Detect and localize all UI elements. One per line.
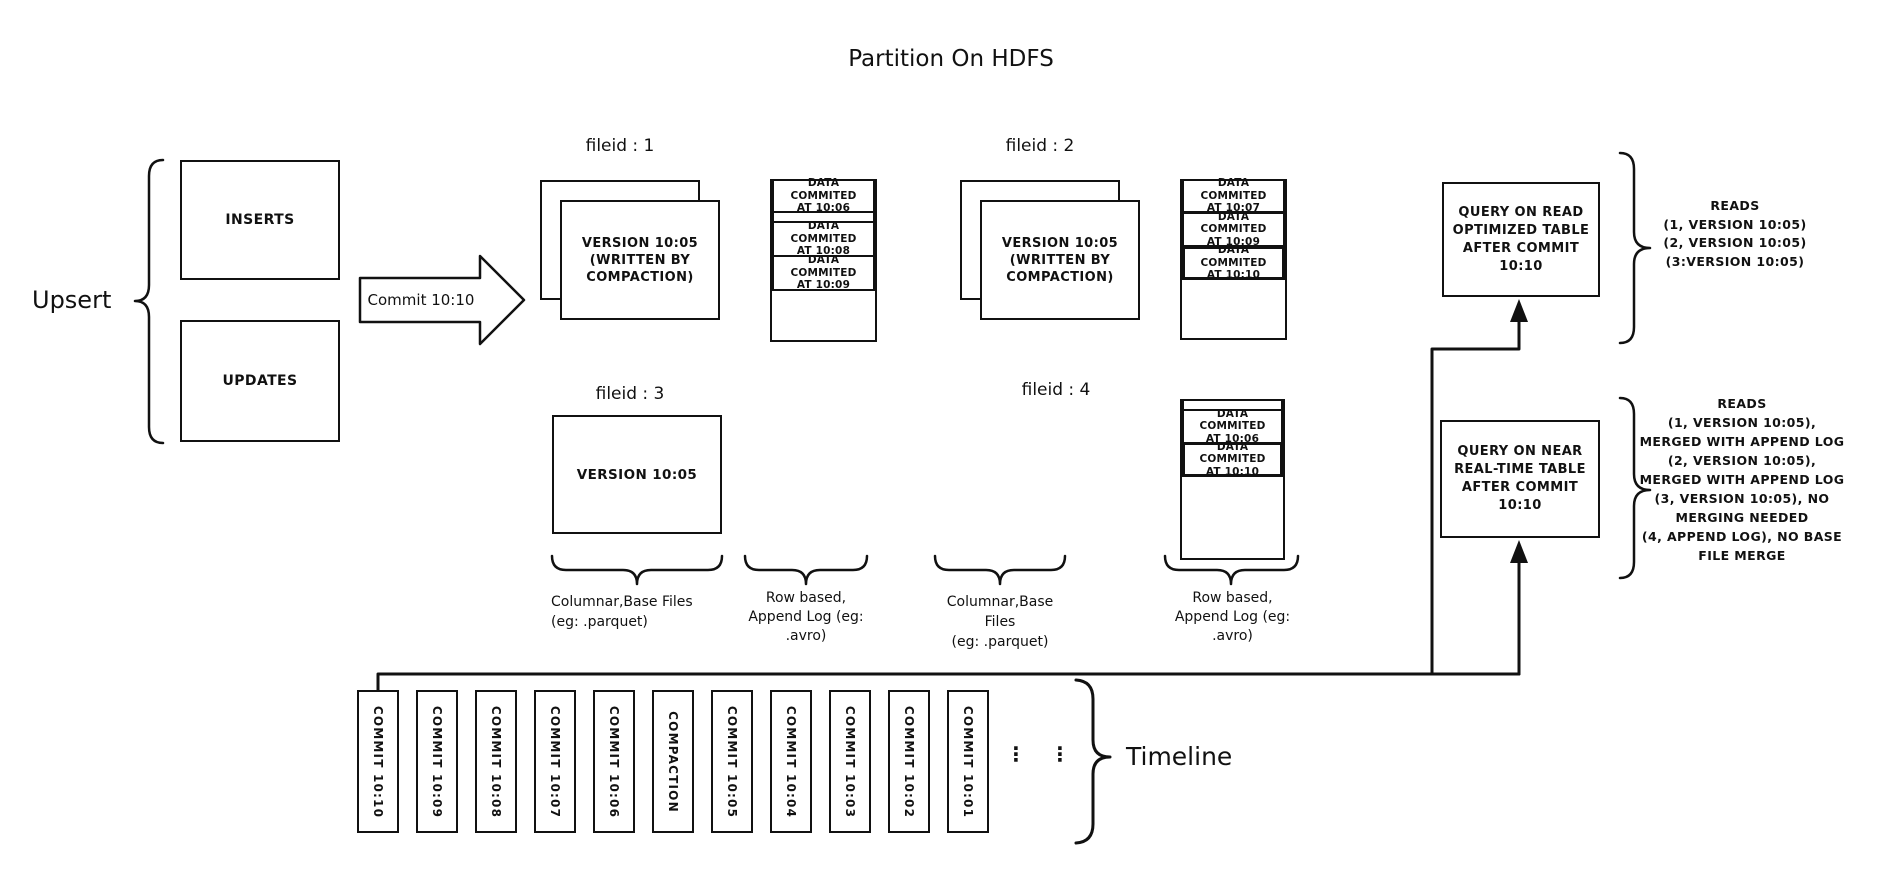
timeline-commit-label: COMMIT 10:05 bbox=[725, 705, 740, 818]
timeline-label: Timeline bbox=[1126, 742, 1233, 771]
timeline-commit-box: COMMIT 10:08 bbox=[475, 690, 517, 833]
timeline-commit-label: COMMIT 10:04 bbox=[784, 705, 799, 818]
timeline-commit-label: COMMIT 10:09 bbox=[430, 705, 445, 818]
reads-annotation-near-real-time: READS (1, VERSION 10:05), MERGED WITH AP… bbox=[1639, 396, 1845, 563]
brace-columnar-1-icon bbox=[550, 554, 724, 586]
log-entry: DATA COMMITED AT 10:09 bbox=[1182, 211, 1285, 248]
fileid-4-append-log: DATA COMMITED AT 10:06 DATA COMMITED AT … bbox=[1180, 399, 1285, 560]
log-entry: DATA COMMITED AT 10:06 bbox=[772, 177, 875, 214]
timeline-commit-box: COMMIT 10:05 bbox=[711, 690, 753, 833]
fileid-2-base-file: VERSION 10:05 (WRITTEN BY COMPACTION) bbox=[980, 200, 1140, 320]
timeline-brace-icon bbox=[1074, 678, 1112, 845]
fileid-1-append-log: DATA COMMITED AT 10:06 DATA COMMITED AT … bbox=[770, 177, 877, 342]
brace-rowbased-1-icon bbox=[743, 554, 869, 586]
upsert-label: Upsert bbox=[32, 286, 112, 314]
row-based-append-log-caption-1: Row based, Append Log (eg: .avro) bbox=[748, 590, 864, 644]
log-entry: DATA COMMITED AT 10:10 bbox=[1182, 441, 1283, 478]
fileid-1-label: fileid : 1 bbox=[585, 136, 655, 156]
fileid-2-append-log: DATA COMMITED AT 10:07 DATA COMMITED AT … bbox=[1180, 177, 1287, 340]
up-arrowhead-near-real-time-icon bbox=[1510, 540, 1528, 563]
columnar-base-files-caption-2: Columnar,Base Files (eg: .parquet) bbox=[946, 594, 1054, 650]
log-entry: DATA COMMITED AT 10:08 bbox=[772, 220, 875, 257]
fileid-1-base-file: VERSION 10:05 (WRITTEN BY COMPACTION) bbox=[560, 200, 720, 320]
diagram-title: Partition On HDFS bbox=[848, 46, 1054, 72]
timeline-commit-box: COMMIT 10:09 bbox=[416, 690, 458, 833]
timeline-commit-label: COMMIT 10:07 bbox=[548, 705, 563, 818]
commit-arrow-label: Commit 10:10 bbox=[367, 291, 475, 309]
timeline-commit-box: COMMIT 10:02 bbox=[888, 690, 930, 833]
timeline-ellipsis-icon: ⋮ bbox=[1006, 742, 1026, 766]
timeline-connector-line bbox=[376, 672, 1521, 692]
timeline-commit-label: COMMIT 10:03 bbox=[843, 705, 858, 818]
timeline-commit-label: COMMIT 10:02 bbox=[902, 705, 917, 818]
inserts-box: INSERTS bbox=[180, 160, 340, 280]
timeline-commit-box: COMMIT 10:07 bbox=[534, 690, 576, 833]
timeline-ellipsis-icon: ⋮ bbox=[1050, 742, 1070, 766]
fileid-3-label: fileid : 3 bbox=[595, 384, 665, 404]
fileid-4-label: fileid : 4 bbox=[1021, 380, 1091, 400]
brace-columnar-2-icon bbox=[933, 554, 1067, 586]
timeline-commit-box: COMMIT 10:04 bbox=[770, 690, 812, 833]
brace-rowbased-2-icon bbox=[1163, 554, 1300, 586]
timeline-commit-label: COMMIT 10:10 bbox=[371, 705, 386, 818]
fileid-3-base-file: VERSION 10:05 bbox=[552, 415, 722, 534]
row-based-append-log-caption-2: Row based, Append Log (eg: .avro) bbox=[1174, 590, 1291, 644]
log-entry: DATA COMMITED AT 10:10 bbox=[1182, 244, 1285, 281]
fileid-2-label: fileid : 2 bbox=[1005, 136, 1075, 156]
log-entry: DATA COMMITED AT 10:07 bbox=[1182, 177, 1285, 214]
reads-annotation-read-optimized: READS (1, VERSION 10:05) (2, VERSION 10:… bbox=[1663, 198, 1807, 269]
log-entry: DATA COMMITED AT 10:09 bbox=[772, 254, 875, 291]
updates-box: UPDATES bbox=[180, 320, 340, 442]
timeline-commit-box: COMMIT 10:10 bbox=[357, 690, 399, 833]
timeline-commit-label: COMMIT 10:08 bbox=[489, 705, 504, 818]
up-arrowhead-read-optimized-icon bbox=[1510, 299, 1528, 322]
log-entry: DATA COMMITED AT 10:06 bbox=[1182, 408, 1283, 445]
timeline-commit-label: COMMIT 10:06 bbox=[607, 705, 622, 818]
columnar-base-files-caption-1: Columnar,Base Files (eg: .parquet) bbox=[551, 594, 693, 630]
timeline-commit-box: COMMIT 10:01 bbox=[947, 690, 989, 833]
timeline-compaction-box: COMPACTION bbox=[652, 690, 694, 833]
timeline-compaction-label: COMPACTION bbox=[666, 710, 681, 813]
query-read-optimized-box: QUERY ON READ OPTIMIZED TABLE AFTER COMM… bbox=[1442, 182, 1600, 297]
timeline-commit-label: COMMIT 10:01 bbox=[961, 705, 976, 818]
query-near-real-time-box: QUERY ON NEAR REAL-TIME TABLE AFTER COMM… bbox=[1440, 420, 1600, 538]
timeline-commit-box: COMMIT 10:03 bbox=[829, 690, 871, 833]
upsert-brace-icon bbox=[133, 158, 165, 445]
timeline-commit-box: COMMIT 10:06 bbox=[593, 690, 635, 833]
